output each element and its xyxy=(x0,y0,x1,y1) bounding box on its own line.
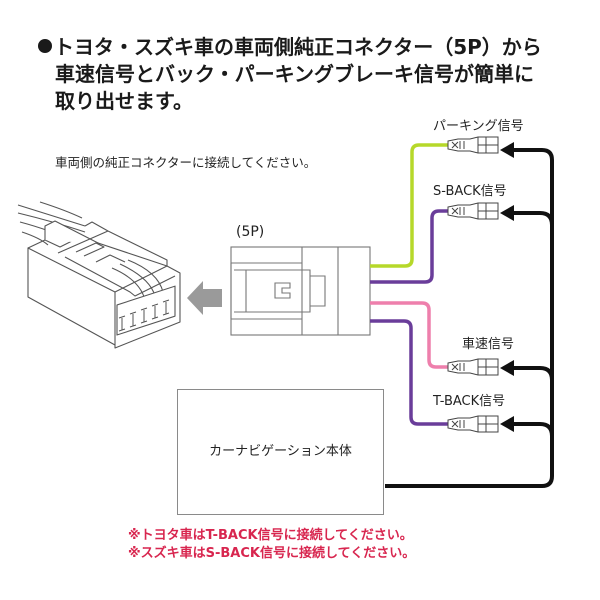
vehicle-connector-drawing xyxy=(17,201,181,349)
adapter-connector-5p xyxy=(230,246,371,336)
headline-line-3: 取り出せます。 xyxy=(55,89,193,113)
terminal-s-back xyxy=(447,202,499,220)
arrow-head-s-back xyxy=(500,205,514,221)
signal-label-t-back: T-BACK信号 xyxy=(433,394,506,409)
car-navigation-unit: カーナビゲーション本体 xyxy=(177,389,384,515)
signal-label-speed: 車速信号 xyxy=(462,337,515,352)
arrow-head-t-back xyxy=(500,416,514,432)
bullet-icon xyxy=(38,39,52,53)
arrow-head-parking xyxy=(500,142,514,158)
arrow-head-speed xyxy=(500,360,514,376)
terminal-t-back xyxy=(447,415,499,433)
harness-branch-speed xyxy=(510,366,554,381)
wire-speed xyxy=(370,301,448,369)
notes: ※トヨタ車はT-BACK信号に接続してください。 ※スズキ車はS-BACK信号に… xyxy=(128,527,415,563)
headline: トヨタ・スズキ車の車両側純正コネクター（5P）から 車速信号とバック・パーキング… xyxy=(38,34,542,115)
wire-s-back xyxy=(370,209,448,284)
wire-parking xyxy=(370,143,448,268)
nav-unit-label: カーナビゲーション本体 xyxy=(209,444,352,459)
harness-branch-t-back xyxy=(510,422,554,437)
headline-line-1: トヨタ・スズキ車の車両側純正コネクター（5P）から xyxy=(54,35,542,59)
terminal-parking xyxy=(447,136,499,154)
wire-t-back xyxy=(370,319,448,426)
instruction-text: 車両側の純正コネクターに接続してください。 xyxy=(55,155,317,170)
note-toyota: ※トヨタ車はT-BACK信号に接続してください。 xyxy=(128,528,413,543)
connector-5p-label: (5P) xyxy=(236,224,265,240)
signal-label-s-back: S-BACK信号 xyxy=(433,184,507,199)
harness-trunk xyxy=(385,148,554,488)
harness-branch-s-back xyxy=(510,211,554,226)
note-suzuki: ※スズキ車はS-BACK信号に接続してください。 xyxy=(128,546,416,561)
signal-label-parking: パーキング信号 xyxy=(433,119,524,134)
insert-direction-arrow xyxy=(187,281,222,315)
terminal-speed xyxy=(447,358,499,376)
headline-line-2: 車速信号とバック・パーキングブレーキ信号が簡単に xyxy=(55,62,534,86)
